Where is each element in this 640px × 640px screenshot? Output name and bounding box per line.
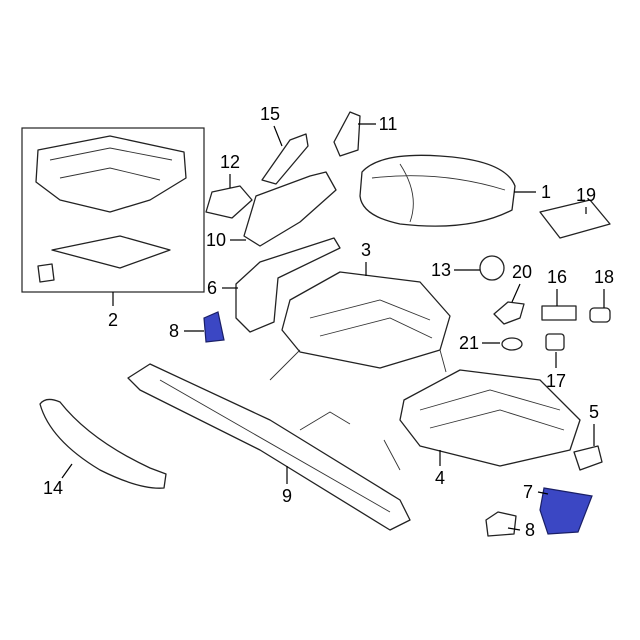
callout-3: 3: [361, 240, 371, 260]
callout-9: 9: [282, 486, 292, 506]
part-18-knob[interactable]: [589, 307, 611, 323]
callout-17: 17: [546, 371, 566, 391]
part-8-shield-right[interactable]: [485, 511, 517, 537]
part-14-trim-panel[interactable]: [39, 398, 167, 489]
callout-6: 6: [207, 278, 217, 298]
callout-11: 11: [379, 114, 398, 134]
part-13-knob[interactable]: [479, 255, 505, 281]
callout-16: 16: [547, 267, 567, 287]
part-20-switch[interactable]: [493, 301, 525, 325]
callout-1: 1: [541, 182, 551, 202]
part-3-seat-frame[interactable]: [269, 271, 451, 381]
part-17-knob[interactable]: [545, 333, 565, 351]
leader-lines: [61, 123, 605, 531]
part-2-seat-cushion-pad[interactable]: [35, 135, 187, 283]
callout-10: 10: [206, 230, 226, 250]
part-10-side-shield[interactable]: [243, 171, 337, 247]
part-21-ring[interactable]: [501, 337, 523, 351]
callout-15: 15: [260, 104, 280, 124]
part-15-trim[interactable]: [261, 133, 309, 185]
part-7-shield-highlighted[interactable]: [539, 487, 593, 535]
callout-14: 14: [43, 478, 63, 498]
callout-8-left: 8: [169, 321, 179, 341]
callout-21: 21: [459, 333, 479, 353]
callout-19: 19: [576, 185, 596, 205]
part-4-seat-frame[interactable]: [383, 369, 581, 471]
part-5-motor[interactable]: [573, 445, 603, 471]
callout-8-right: 8: [525, 520, 535, 540]
part-16-switch[interactable]: [541, 305, 577, 321]
callout-12: 12: [220, 152, 240, 172]
callout-5: 5: [589, 402, 599, 422]
part-11-bracket[interactable]: [333, 111, 361, 157]
part-12-switch-bezel[interactable]: [205, 185, 253, 219]
part-1-seat-cover[interactable]: [359, 154, 516, 227]
callout-18: 18: [594, 267, 614, 287]
callout-13: 13: [431, 260, 451, 280]
callout-7: 7: [523, 482, 533, 502]
part-9-seat-track[interactable]: [127, 363, 411, 531]
callout-20: 20: [512, 262, 532, 282]
part-19-module[interactable]: [539, 199, 611, 239]
callout-2: 2: [108, 310, 118, 330]
part-8-shield-highlighted[interactable]: [203, 311, 225, 343]
callout-4: 4: [435, 468, 445, 488]
part-6-shield[interactable]: [235, 237, 341, 333]
